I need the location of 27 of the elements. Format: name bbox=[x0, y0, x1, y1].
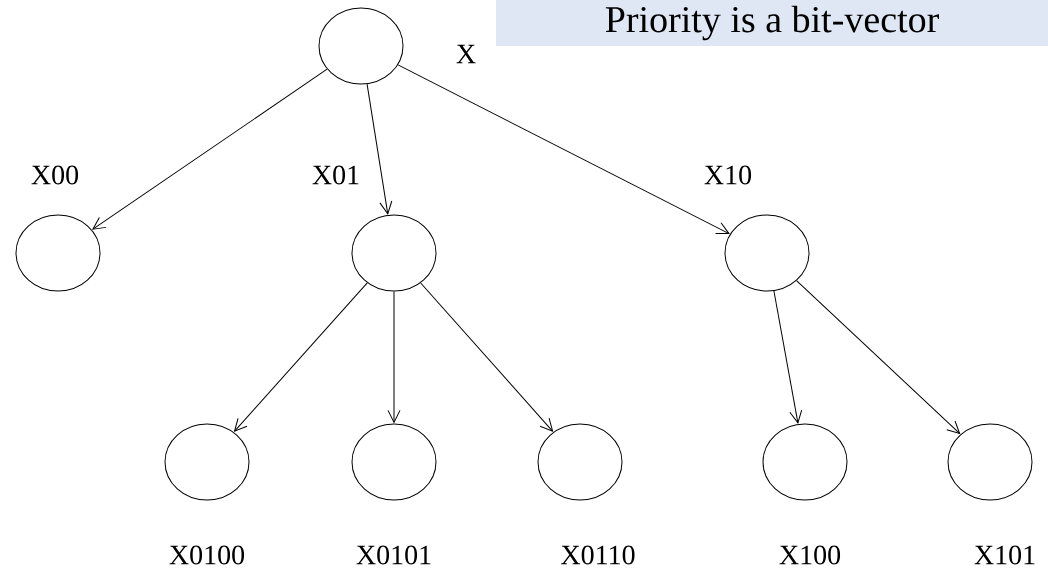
node-label: X0100 bbox=[169, 545, 245, 565]
arrow bbox=[387, 291, 401, 423]
arrow bbox=[773, 290, 803, 424]
node-label: X0101 bbox=[356, 545, 431, 565]
tree-node-circle bbox=[537, 423, 623, 501]
node-label: X01 bbox=[312, 165, 359, 185]
tree-node-circle bbox=[164, 423, 250, 501]
tree-node-circle bbox=[762, 423, 848, 501]
arrow bbox=[92, 68, 328, 230]
arrow bbox=[234, 282, 368, 432]
tree-node-circle bbox=[724, 214, 810, 292]
arrow bbox=[397, 64, 730, 235]
tree-node-circle bbox=[947, 423, 1033, 501]
node-label: X00 bbox=[31, 165, 79, 185]
node-label: X101 bbox=[974, 545, 1035, 565]
node-label: X10 bbox=[704, 165, 752, 185]
tree-node-circle bbox=[351, 423, 437, 501]
node-label: X100 bbox=[779, 545, 841, 565]
title-banner: Priority is a bit-vector bbox=[496, 0, 1048, 46]
arrow bbox=[796, 280, 961, 435]
arrow bbox=[420, 282, 554, 432]
node-label: X bbox=[456, 44, 476, 64]
node-label: X0110 bbox=[561, 545, 635, 565]
tree-node-circle bbox=[351, 214, 437, 292]
arrow bbox=[366, 83, 393, 215]
tree-node-circle bbox=[318, 7, 404, 85]
tree-node-circle bbox=[15, 214, 101, 292]
